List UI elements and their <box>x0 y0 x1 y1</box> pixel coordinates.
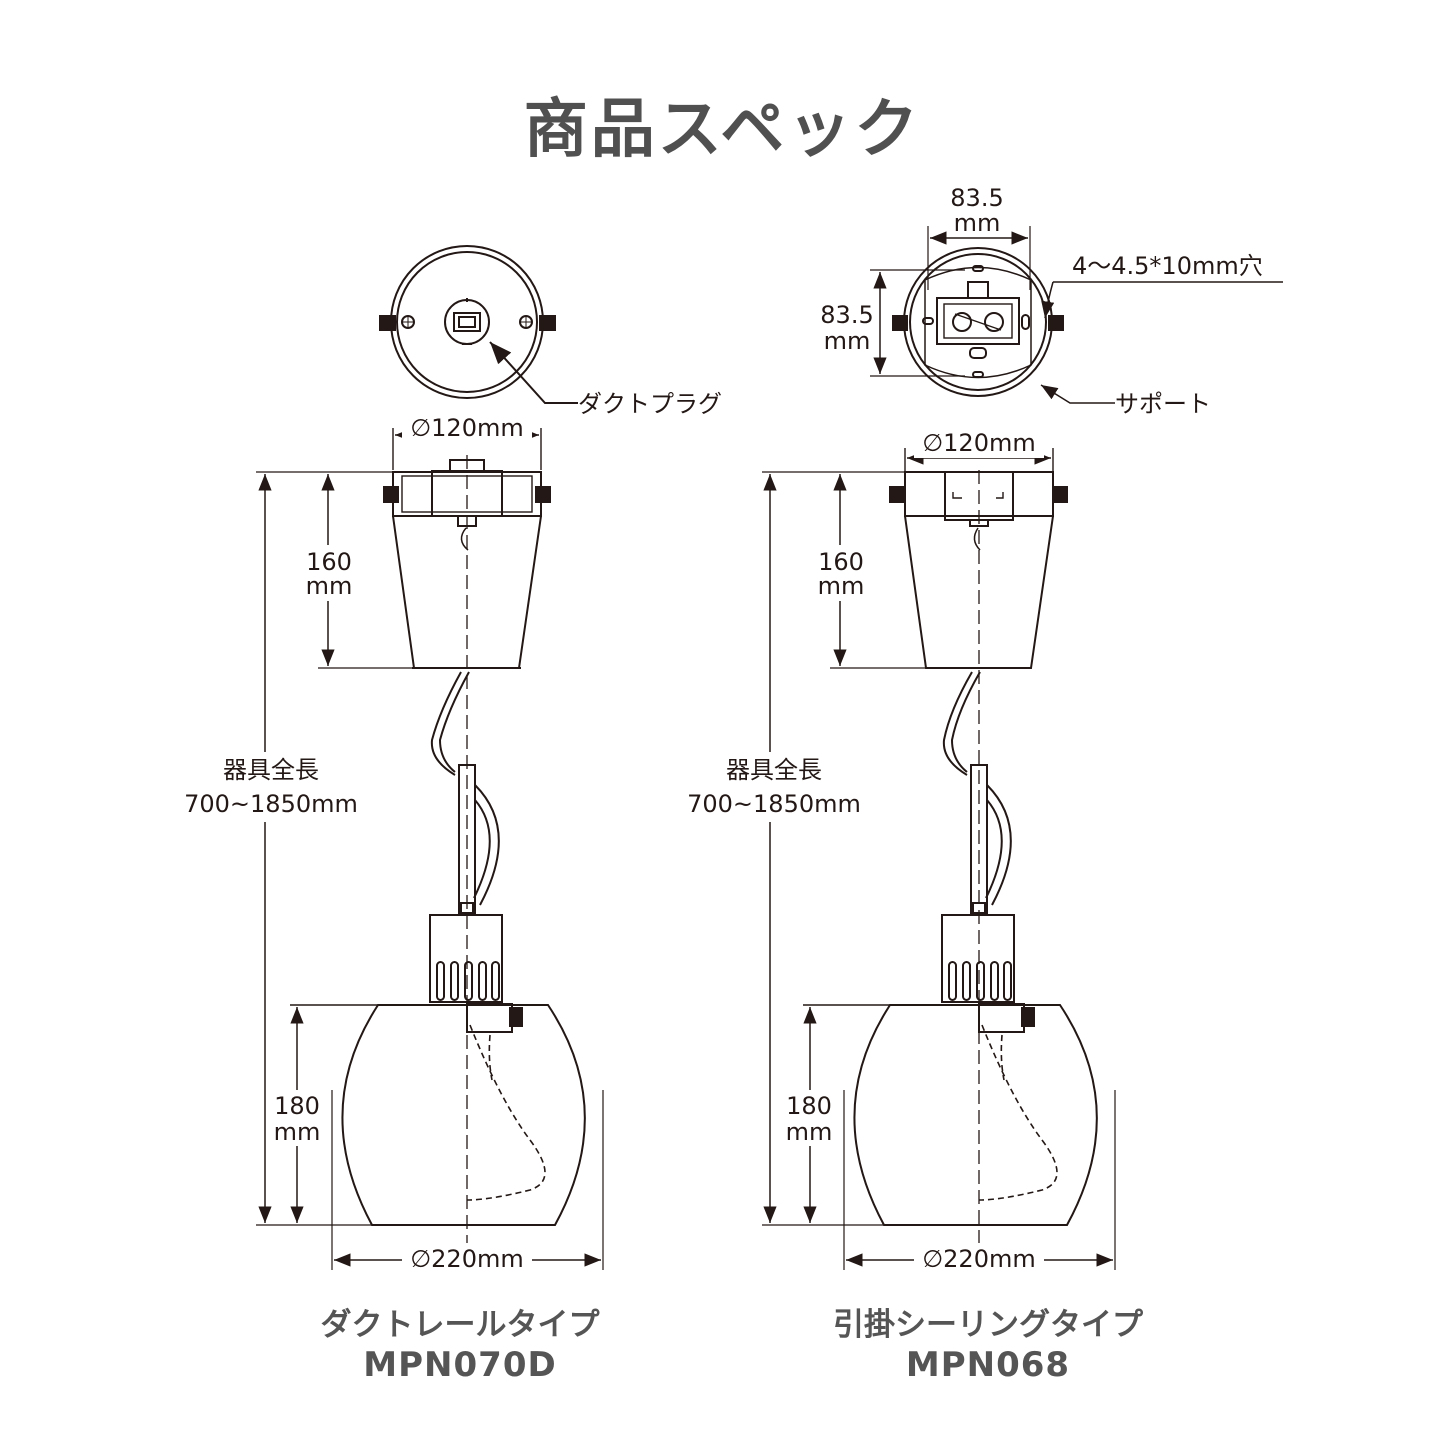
right-shade-diameter: ∅220mm <box>922 1245 1035 1273</box>
right-hole-label: 4～4.5*10mm穴 <box>1072 252 1263 280</box>
duct-plug-label: ダクトプラグ <box>578 390 722 418</box>
right-drawing <box>762 226 1283 1270</box>
right-shade-height-value: 180 <box>786 1092 832 1120</box>
right-total-length-label: 器具全長 <box>726 756 822 784</box>
left-model-number: MPN070D <box>363 1345 557 1385</box>
right-plate-width-value: 83.5 <box>950 184 1003 212</box>
right-top-diameter: ∅120mm <box>922 429 1035 457</box>
left-canopy-height-unit: mm <box>306 572 353 600</box>
left-shade-height-unit: mm <box>274 1118 321 1146</box>
right-support-label: サポート <box>1115 390 1211 418</box>
right-plate-height-unit: mm <box>824 327 871 355</box>
left-caption: ダクトレールタイプ MPN070D <box>240 1305 680 1385</box>
duct-plug-icon <box>444 299 490 345</box>
right-plate-width-unit: mm <box>954 209 1001 237</box>
right-canopy-height-unit: mm <box>818 572 865 600</box>
right-plate-height-value: 83.5 <box>820 301 873 329</box>
page-title: 商品スペック <box>523 93 922 167</box>
left-total-length-label: 器具全長 <box>223 756 319 784</box>
right-total-length-value: 700~1850mm <box>687 790 861 818</box>
ceiling-hook-icon <box>952 312 972 332</box>
left-shade-diameter: ∅220mm <box>410 1245 523 1273</box>
left-canopy-height-value: 160 <box>306 548 352 576</box>
right-caption: 引掛シーリングタイプ MPN068 <box>768 1305 1208 1385</box>
right-canopy-height-value: 160 <box>818 548 864 576</box>
right-shade-height-unit: mm <box>786 1118 833 1146</box>
left-top-diameter: ∅120mm <box>410 414 523 442</box>
left-total-length-value: 700~1850mm <box>184 790 358 818</box>
right-model-number: MPN068 <box>905 1345 1071 1385</box>
left-type-name: ダクトレールタイプ <box>320 1307 600 1343</box>
right-top-view <box>892 247 1283 404</box>
right-shade <box>803 1003 1098 1226</box>
left-shade-height-value: 180 <box>274 1092 320 1120</box>
left-shade <box>290 1003 586 1226</box>
left-top-view <box>379 245 578 404</box>
right-type-name: 引掛シーリングタイプ <box>833 1307 1143 1343</box>
